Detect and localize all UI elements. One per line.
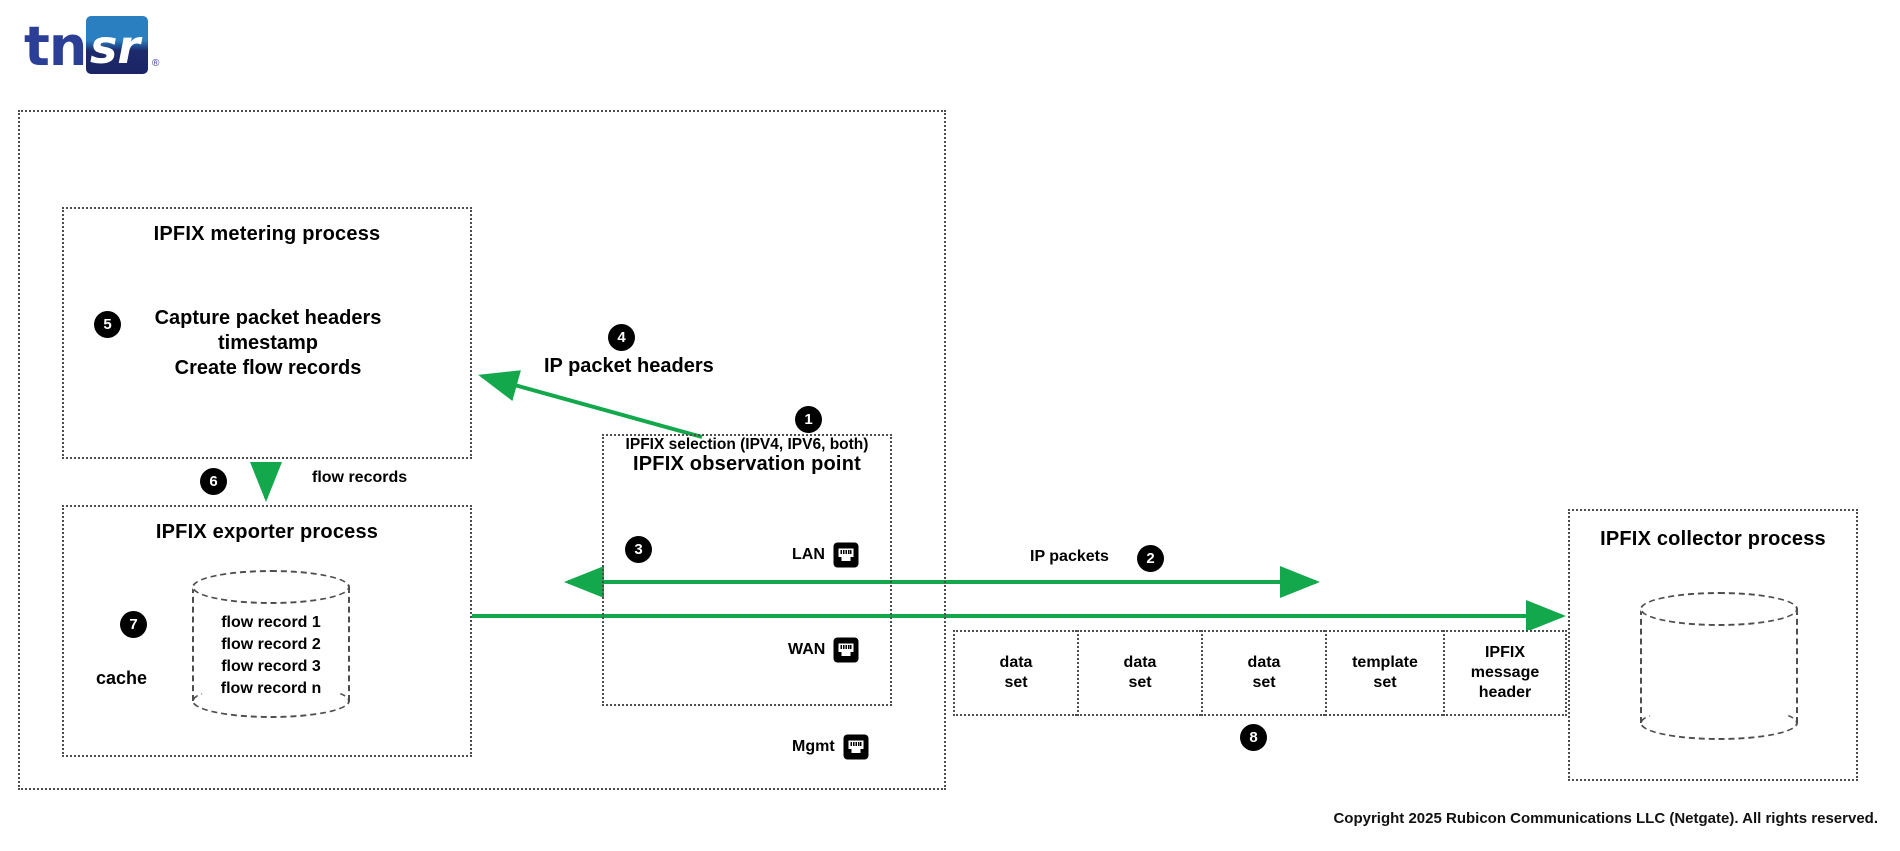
ip-packets-label: IP packets <box>1030 548 1109 565</box>
registered-trademark-icon: ® <box>152 58 160 69</box>
collector-storage-cylinder <box>1640 592 1798 740</box>
badge-3: 3 <box>625 536 652 563</box>
cylinder-body <box>192 587 350 701</box>
ip-packet-headers-label: IP packet headers <box>544 355 714 377</box>
badge-2: 2 <box>1137 545 1164 572</box>
ipfix-metering-process-box: IPFIX metering process <box>62 207 472 459</box>
copyright-notice: Copyright 2025 Rubicon Communications LL… <box>1333 810 1878 827</box>
message-cell-template-set: template set <box>1325 630 1443 716</box>
cell-line-1: template <box>1352 654 1418 671</box>
message-cell-data-set-1: data set <box>953 630 1077 716</box>
collector-process-title: IPFIX collector process <box>1600 528 1826 550</box>
list-item: flow record 1 <box>221 614 321 631</box>
cell-line-2: set <box>1252 674 1276 691</box>
cylinder-bottom <box>192 684 350 718</box>
metering-process-description: Capture packet headers timestamp Create … <box>90 306 446 381</box>
flow-record-list: flow record 1 flow record 2 flow record … <box>192 612 350 700</box>
ethernet-port-icon <box>833 637 859 663</box>
cell-line-2: set <box>1004 674 1028 691</box>
cylinder-top <box>1640 592 1798 626</box>
metering-process-title: IPFIX metering process <box>153 223 381 245</box>
badge-5: 5 <box>94 311 121 338</box>
badge-1: 1 <box>795 406 822 433</box>
badge-4: 4 <box>608 324 635 351</box>
ipfix-collector-process-box: IPFIX collector process <box>1568 509 1858 781</box>
port-lan-label: LAN <box>792 546 825 563</box>
cell-line-1: IPFIX <box>1484 644 1525 661</box>
metering-line-1: Capture packet headers <box>154 307 382 329</box>
badge-6: 6 <box>200 468 227 495</box>
list-item: flow record 2 <box>221 636 321 653</box>
cell-line-1: data <box>1247 654 1281 671</box>
ethernet-port-icon <box>833 542 859 568</box>
message-cell-data-set-2: data set <box>1077 630 1201 716</box>
list-item: flow record n <box>220 680 322 697</box>
port-mgmt[interactable]: Mgmt <box>792 734 869 760</box>
ipfix-exporter-process-box: IPFIX exporter process <box>62 505 472 757</box>
port-wan-label: WAN <box>788 641 826 658</box>
observation-point-subtitle: IPFIX selection (IPV4, IPV6, both) <box>625 436 869 453</box>
port-wan[interactable]: WAN <box>788 637 859 663</box>
ethernet-port-icon <box>843 734 869 760</box>
cylinder-bottom <box>1640 706 1798 740</box>
exporter-process-title: IPFIX exporter process <box>155 521 379 543</box>
cell-line-1: data <box>999 654 1033 671</box>
logo-square <box>86 16 148 74</box>
logo-text-tn: tn <box>24 15 87 78</box>
message-cell-data-set-3: data set <box>1201 630 1325 716</box>
cell-line-2: set <box>1128 674 1152 691</box>
exporter-cache-cylinder: flow record 1 flow record 2 flow record … <box>192 570 350 718</box>
cell-line-2: set <box>1373 674 1397 691</box>
arrow-ip-packet-headers <box>478 370 703 439</box>
logo-text-sr: sr <box>90 20 141 74</box>
badge-8: 8 <box>1240 724 1267 751</box>
cylinder-top <box>192 570 350 604</box>
ipfix-message-strip: data set data set data set template set <box>953 630 1567 716</box>
message-cell-ipfix-message-header: IPFIX message header <box>1443 630 1567 716</box>
cylinder-body <box>1640 609 1798 723</box>
cell-line-2: message <box>1470 664 1540 681</box>
tnsr-system-container <box>18 110 946 790</box>
tnsr-logo: tn sr ® <box>24 12 184 74</box>
ipfix-observation-point-box: IPFIX observation point IPFIX selection … <box>602 434 892 706</box>
observation-point-title: IPFIX observation point <box>633 453 861 475</box>
flow-records-label: flow records <box>312 469 408 486</box>
metering-line-3: Create flow records <box>174 357 362 379</box>
cell-line-3: header <box>1478 684 1532 701</box>
port-mgmt-label: Mgmt <box>792 738 835 755</box>
cache-label: cache <box>96 668 148 688</box>
cell-line-1: data <box>1123 654 1157 671</box>
list-item: flow record 3 <box>221 658 321 675</box>
port-lan[interactable]: LAN <box>792 542 859 568</box>
metering-line-2: timestamp <box>217 332 319 354</box>
badge-7: 7 <box>120 611 147 638</box>
